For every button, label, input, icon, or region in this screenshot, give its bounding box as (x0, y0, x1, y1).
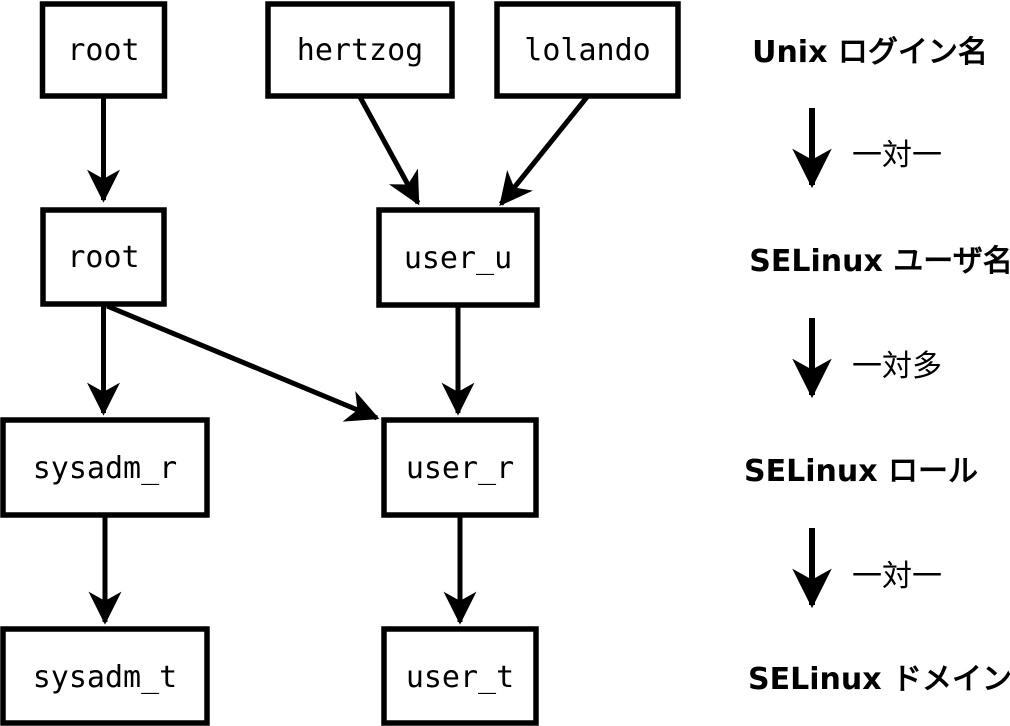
node-unix-lolando: lolando (494, 1, 681, 99)
node-sel-root-label: root (67, 240, 139, 275)
node-dom-user-t-rect (381, 626, 539, 726)
node-sel-user-u-label: user_u (404, 241, 512, 276)
node-sel-user-u: user_u (376, 207, 540, 308)
node-sel-root-rect (40, 207, 167, 307)
node-role-sysadm-r: sysadm_r (0, 417, 210, 518)
node-role-user-r-label: user_r (406, 451, 514, 486)
legend-level-selinux-role: SELinux ロール (744, 454, 978, 489)
legend-relation-one-to-many: 一対多 (852, 349, 942, 384)
legend-level-selinux-domain: SELinux ドメイン (748, 662, 1010, 697)
node-role-user-r-rect (381, 417, 539, 518)
node-unix-root-rect (39, 1, 168, 99)
node-unix-root-label: root (67, 33, 139, 68)
node-role-user-r: user_r (381, 417, 539, 518)
legend-column: Unix ログイン名 一対一 SELinux ユーザ名 一対多 SELinux … (744, 35, 1010, 697)
node-unix-hertzog-label: hertzog (297, 33, 423, 68)
legend-relation-one-to-one-2: 一対一 (852, 559, 942, 594)
legend-level-unix-login: Unix ログイン名 (752, 35, 988, 70)
node-dom-user-t-label: user_t (406, 660, 514, 695)
arrow-hertzog-to-user-u (357, 95, 421, 206)
node-unix-lolando-label: lolando (524, 33, 650, 68)
node-unix-lolando-rect (494, 1, 681, 99)
node-role-sysadm-r-rect (0, 417, 210, 518)
node-dom-user-t: user_t (381, 626, 539, 726)
node-sel-user-u-rect (376, 207, 540, 308)
node-role-sysadm-r-label: sysadm_r (33, 451, 178, 486)
arrow-sel-root-to-user-r (106, 303, 380, 422)
legend-level-selinux-user: SELinux ユーザ名 (749, 244, 1010, 279)
node-sel-root: root (40, 207, 167, 307)
legend-relation-one-to-one-1: 一対一 (852, 138, 942, 173)
node-unix-root: root (39, 1, 168, 99)
node-unix-hertzog: hertzog (265, 1, 455, 99)
node-dom-sysadm-t-rect (0, 626, 210, 726)
node-dom-sysadm-t-label: sysadm_t (33, 660, 178, 695)
node-dom-sysadm-t: sysadm_t (0, 626, 210, 726)
arrow-lolando-to-user-u (499, 95, 589, 207)
node-unix-hertzog-rect (265, 1, 455, 99)
